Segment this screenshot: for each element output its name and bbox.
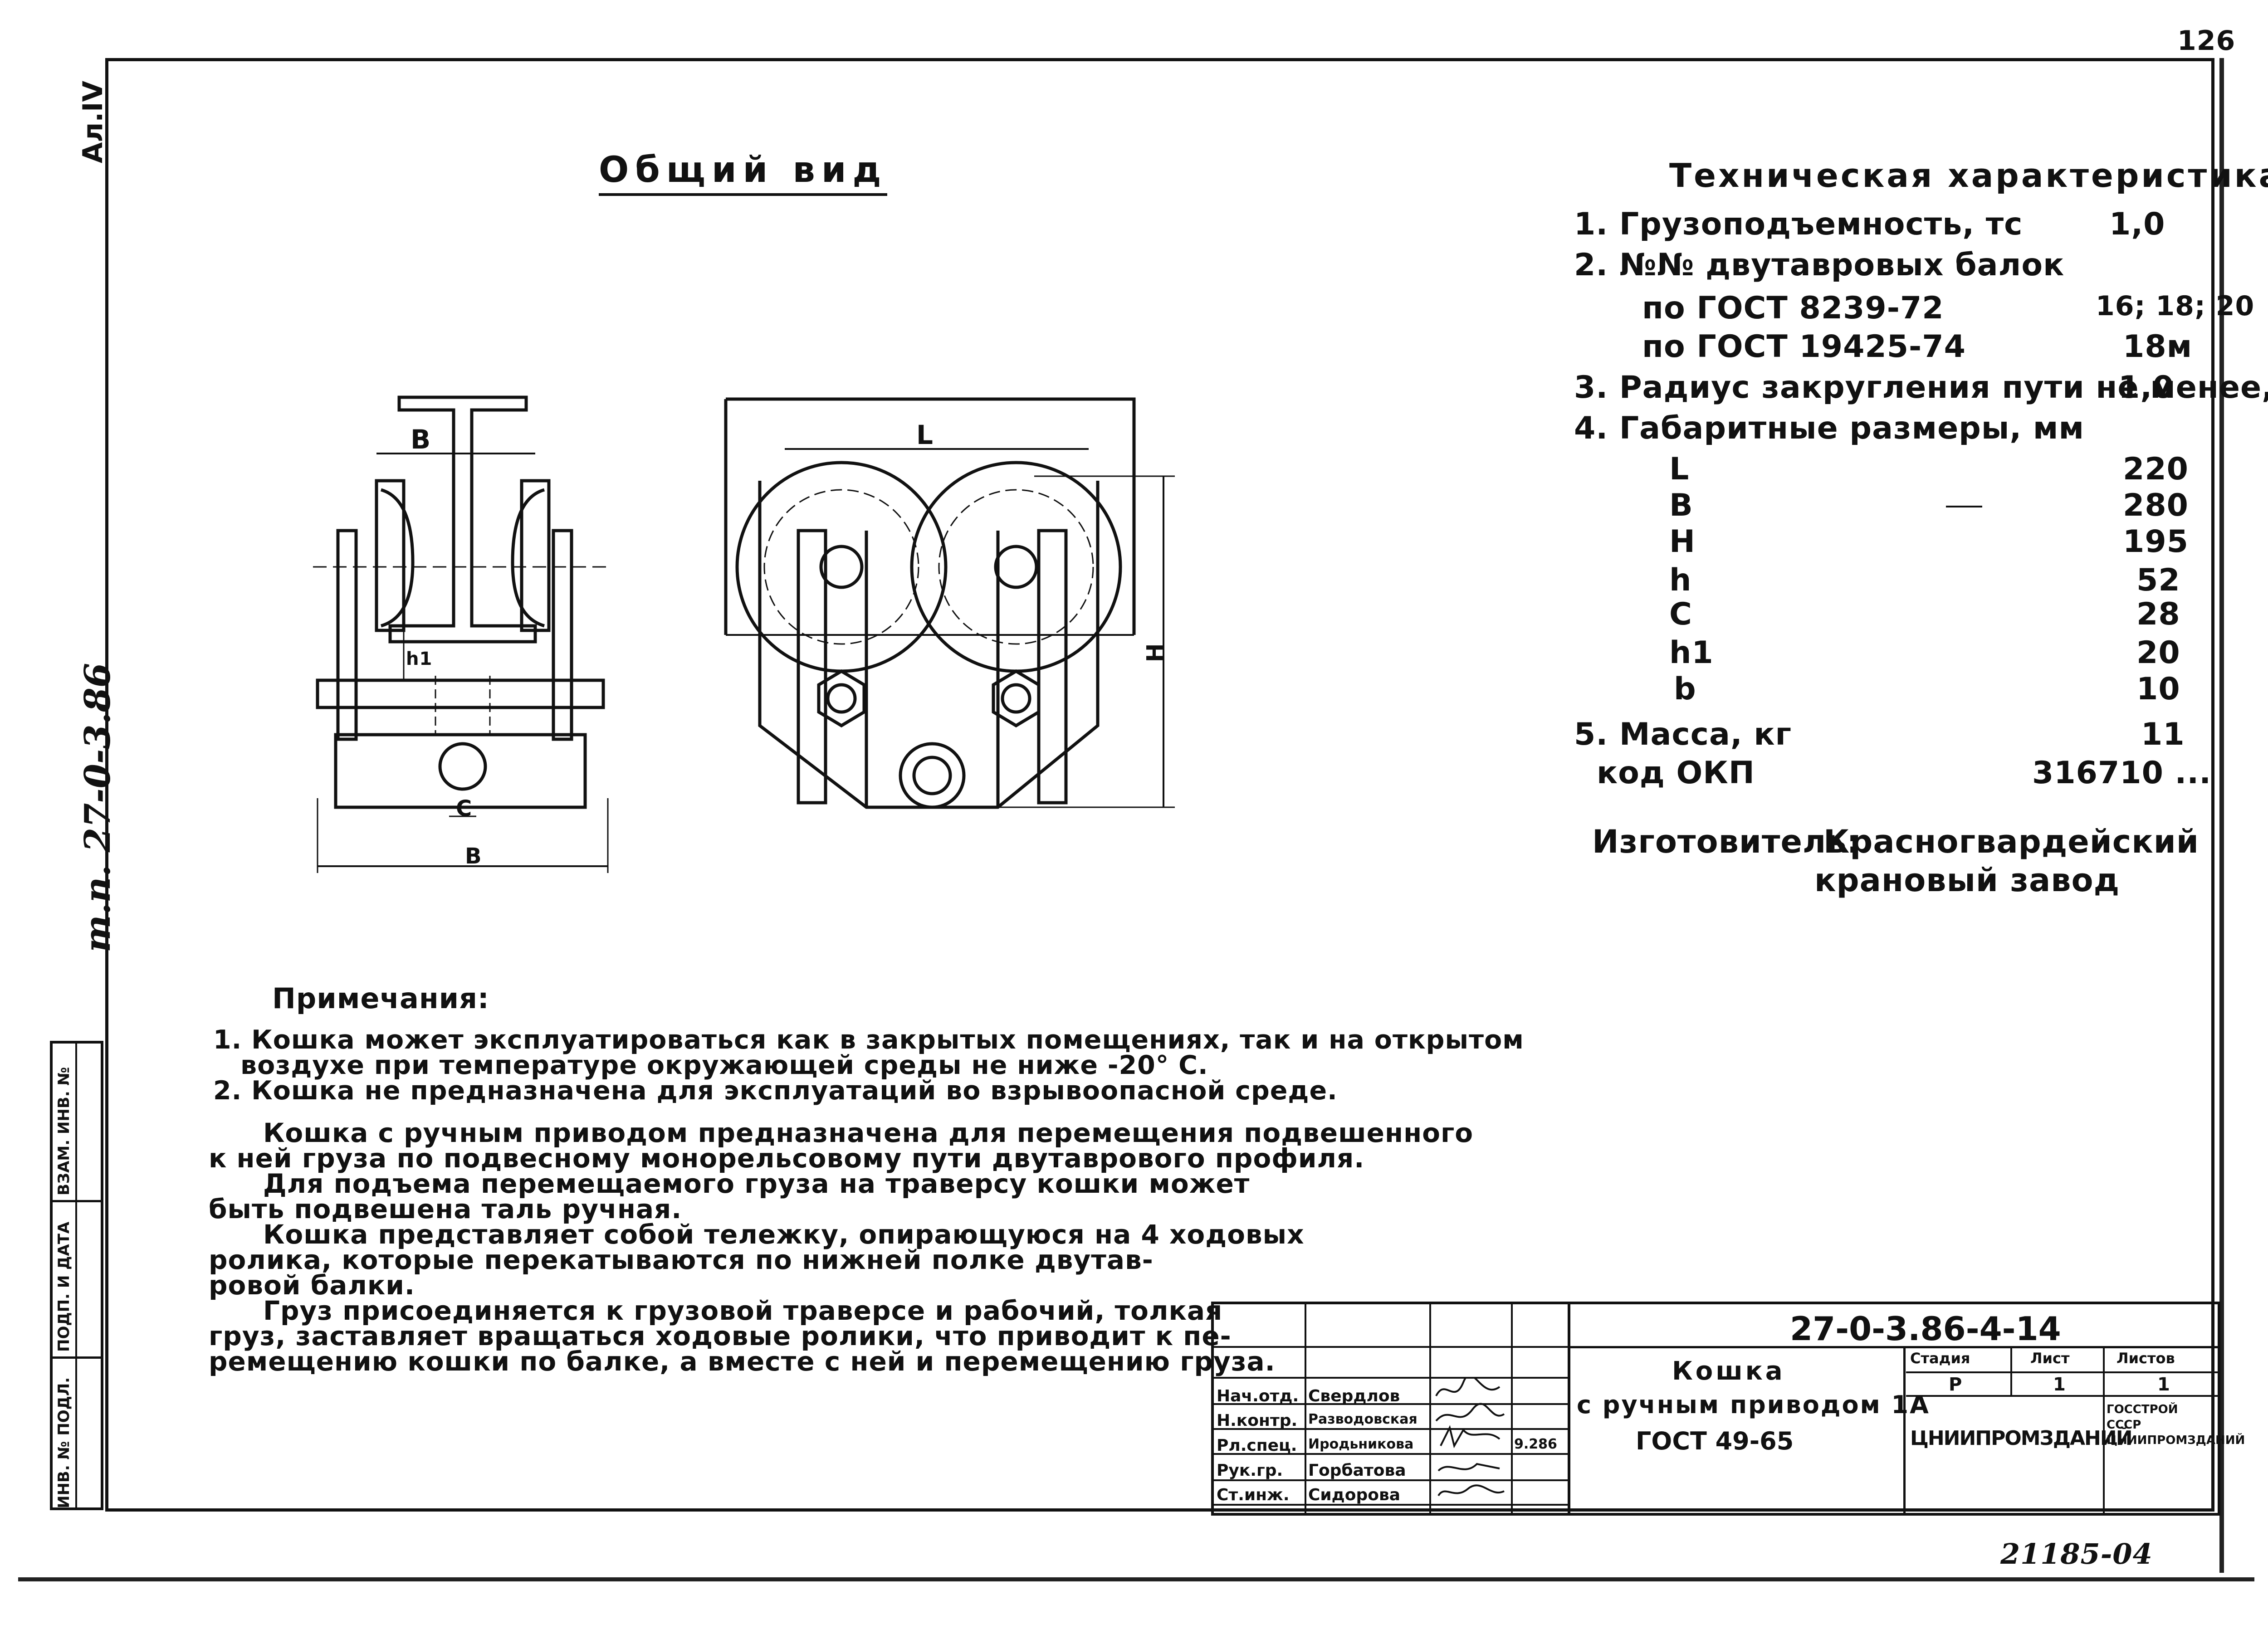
margin-stamp: ИНВ. № ПОДЛ. ПОДП. И ДАТА ВЗАМ. ИНВ. №	[50, 1041, 103, 1510]
desc-line-1: Кошка с ручным приводом предназначена дл…	[263, 1117, 1474, 1148]
side-view-drawing	[313, 395, 612, 873]
dim-val-h1: 20	[2136, 635, 2180, 671]
drawing-frame	[105, 58, 2214, 1512]
tech-title: Техническая характеристика	[1669, 156, 2268, 195]
note-2: 2. Кошка не предназначена для эксплуатац…	[213, 1076, 1338, 1106]
name-2: Разводовская	[1308, 1411, 1418, 1427]
stamp-sign-label: ПОДП. И ДАТА	[55, 1221, 73, 1352]
signature-grid: Нач.отд. Свердлов Н.контр. Разводовская …	[1214, 1304, 1570, 1513]
description: Кошка с ручным приводом предназначена дл…	[209, 1117, 1474, 1377]
role-4: Рук.гр.	[1217, 1461, 1283, 1480]
name-3: Иродьникова	[1308, 1436, 1414, 1452]
dim-sym-h1: h1	[1669, 635, 1714, 671]
org-right: ГОССТРОЙ СССР ЦНИИПРОМЗДАНИЙ	[2107, 1403, 2245, 1447]
stamp-inv-label: ИНВ. № ПОДЛ.	[55, 1377, 73, 1508]
dim-val-l: 220	[2123, 451, 2189, 487]
desc-line-7: ровой балки.	[209, 1270, 415, 1301]
tech-item-3-value: 1,0	[2118, 370, 2175, 405]
okp-label: код ОКП	[1597, 755, 1755, 791]
dim-sym-l: L	[1669, 451, 1690, 487]
dim-val-b: 280	[2123, 488, 2189, 523]
dim-b-bottom: В	[465, 844, 482, 869]
front-view-drawing	[724, 397, 1175, 809]
dim-sym-small-b: b	[1674, 671, 1696, 707]
role-3: Рл.спец.	[1217, 1436, 1297, 1455]
dim-val-small-h: 52	[2136, 562, 2180, 598]
role-2: Н.контр.	[1217, 1411, 1298, 1430]
desc-line-6: ролика, которые перекатываются по нижней…	[209, 1244, 1154, 1275]
dim-sym-c: С	[1669, 596, 1692, 632]
right-border-rule	[2219, 58, 2224, 1573]
notes-title: Примечания:	[272, 982, 489, 1015]
title-name-3: ГОСТ 49-65	[1636, 1427, 1794, 1455]
title-name-1: Кошка	[1672, 1356, 1785, 1386]
note-1-line1: 1. Кошка может эксплуатироваться как в з…	[213, 1025, 1524, 1055]
tech-item-4: 4. Габаритные размеры, мм	[1574, 410, 2085, 446]
desc-line-3: Для подъема перемещаемого груза на траве…	[263, 1168, 1250, 1199]
margin-code: Ал.IV	[77, 81, 109, 163]
sheet-value: 1	[2053, 1374, 2066, 1395]
margin-doc-number: т.п. 27-0-3.86	[77, 663, 118, 952]
dim-sym-small-h: h	[1669, 562, 1692, 598]
stage-header: Стадия	[1910, 1350, 1970, 1367]
bottom-border-rule	[18, 1577, 2254, 1581]
dim-c: С	[456, 796, 473, 821]
okp-value: 316710 ...	[2032, 755, 2212, 791]
note-1-line2: воздухе при температуре окружающей среды…	[240, 1050, 1208, 1080]
stage-value: Р	[1949, 1374, 1962, 1395]
dash-mark	[1946, 506, 1982, 507]
general-view-title: Общий вид	[599, 150, 888, 196]
dim-l: L	[916, 419, 934, 450]
desc-line-5: Кошка представляет собой тележку, опираю…	[263, 1219, 1305, 1250]
sheets-value: 1	[2157, 1374, 2170, 1395]
title-block: Нач.отд. Свердлов Н.контр. Разводовская …	[1211, 1302, 2245, 1516]
dim-val-c: 28	[2136, 596, 2180, 632]
tech-gost-19425-value: 18м	[2123, 329, 2193, 365]
tech-item-1-value: 1,0	[2109, 206, 2165, 242]
doc-code: 27-0-3.86-4-14	[1790, 1310, 2061, 1348]
notes-list: 1. Кошка может эксплуатироваться как в з…	[213, 1025, 1524, 1106]
date-mark: 9.286	[1514, 1436, 1557, 1452]
dim-sym-h: Н	[1669, 524, 1696, 560]
sheet-header: Лист	[2030, 1350, 2070, 1367]
role-1: Нач.отд.	[1217, 1387, 1299, 1405]
name-4: Горбатова	[1308, 1461, 1406, 1480]
role-5: Ст.инж.	[1217, 1486, 1290, 1504]
dim-b-top: В	[411, 424, 431, 455]
sheet-number: 126	[2177, 25, 2236, 57]
tech-gost-19425: по ГОСТ 19425-74	[1642, 329, 1966, 365]
maker-line2: крановый завод	[1814, 862, 2120, 899]
tech-item-2: 2. №№ двутавровых балок	[1574, 247, 2065, 283]
signatures	[1435, 1378, 1505, 1497]
desc-line-9: груз, заставляет вращаться ходовые ролик…	[209, 1321, 1232, 1351]
dim-val-h: 195	[2123, 524, 2189, 560]
desc-line-8: Груз присоединяется к грузовой траверсе …	[263, 1295, 1223, 1326]
maker-label: Изготовитель:	[1592, 823, 1860, 860]
desc-line-2: к ней груза по подвесному монорельсовому…	[209, 1143, 1365, 1174]
dim-sym-b: В	[1669, 488, 1693, 523]
desc-line-10: ремещению кошки по балке, а вместе с ней…	[209, 1346, 1276, 1377]
dim-h: Н	[1142, 643, 1168, 663]
dim-h1: h1	[406, 649, 433, 669]
desc-line-4: быть подвешена таль ручная.	[209, 1194, 682, 1224]
name-5: Сидорова	[1308, 1486, 1401, 1504]
org-name: ЦНИИПРОМЗДАНИЙ	[1910, 1427, 2133, 1450]
mass-value: 11	[2141, 717, 2185, 752]
tech-gost-8239: по ГОСТ 8239-72	[1642, 290, 1944, 326]
maker-line1: Красногвардейский	[1823, 823, 2199, 860]
tech-gost-8239-value: 16; 18; 20	[2096, 290, 2255, 322]
tech-item-1: 1. Грузоподъемность, тс	[1574, 206, 2023, 242]
stamp-replace-label: ВЗАМ. ИНВ. №	[55, 1067, 73, 1195]
sheets-header: Листов	[2116, 1350, 2175, 1367]
title-name-2: с ручным приводом 1А	[1577, 1390, 1930, 1419]
dim-val-small-b: 10	[2136, 671, 2180, 707]
tech-item-3: 3. Радиус закругления пути не менее, м	[1574, 370, 2268, 405]
bottom-number: 21185-04	[2000, 1537, 2153, 1571]
name-1: Свердлов	[1308, 1387, 1400, 1405]
mass-label: 5. Масса, кг	[1574, 717, 1792, 752]
